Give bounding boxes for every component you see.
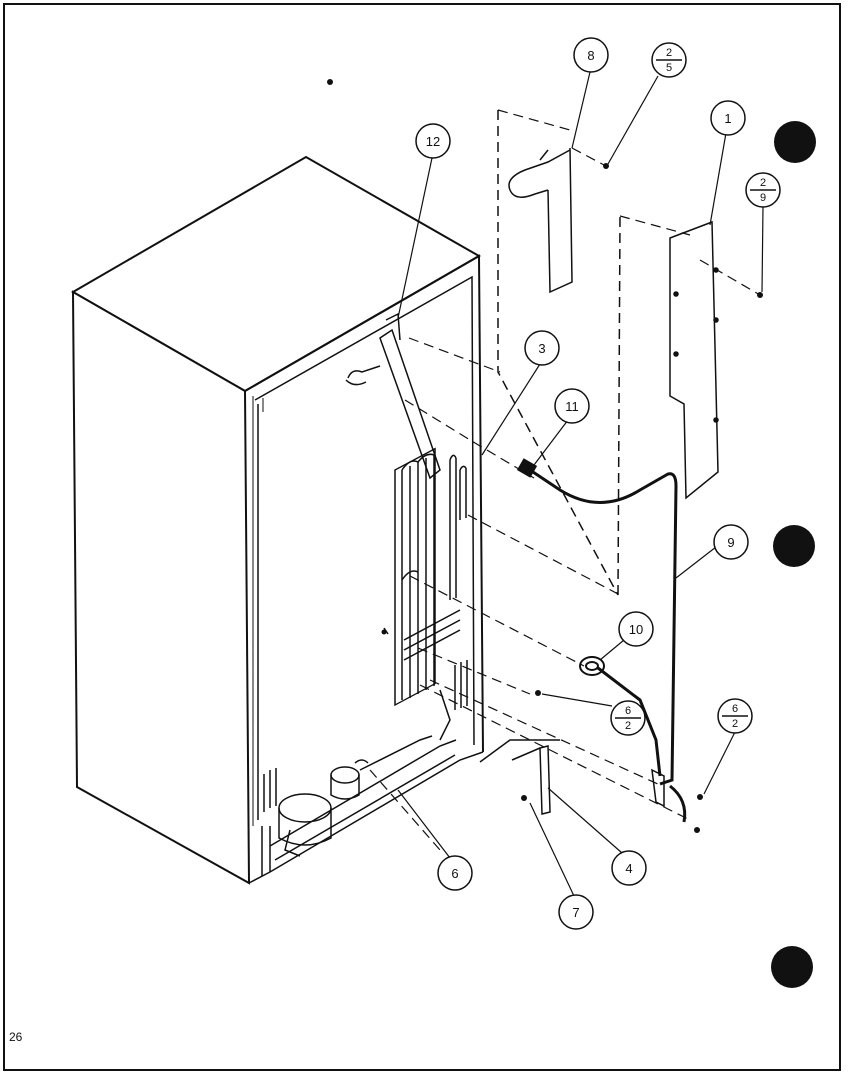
part-10-grommet	[579, 656, 605, 676]
part-9-wire-harness	[529, 468, 687, 823]
page-number: 26	[9, 1030, 23, 1044]
part-4-bracket	[479, 739, 560, 815]
fraction-c-top: 6	[625, 705, 631, 717]
part-7-screw	[521, 795, 527, 801]
callout-4-label: 4	[625, 861, 632, 876]
fraction-callout-b: 2 9	[745, 172, 781, 208]
machine-compartment	[248, 735, 484, 884]
page-border	[3, 3, 841, 1071]
fraction-d-bottom: 2	[732, 718, 738, 730]
fraction-a-top: 2	[666, 47, 672, 59]
condenser-tubing	[345, 312, 468, 741]
part-11-fitting	[516, 458, 538, 478]
screws	[327, 79, 763, 833]
callout-11: 11	[554, 388, 590, 424]
callout-leaders	[397, 71, 764, 897]
callout-8: 8	[573, 37, 609, 73]
refrigerator-cabinet	[71, 155, 484, 885]
fraction-a-bottom: 5	[666, 62, 672, 74]
callout-9-label: 9	[727, 535, 734, 550]
callout-6: 6	[437, 855, 473, 891]
fraction-callout-c: 6 2	[610, 700, 646, 736]
fraction-callout-a: 2 5	[651, 42, 687, 78]
fraction-callout-d: 6 2	[717, 698, 753, 734]
callout-4: 4	[611, 850, 647, 886]
callout-12: 12	[415, 123, 451, 159]
punch-hole-bottom	[771, 946, 813, 988]
callout-1: 1	[710, 100, 746, 136]
callout-3: 3	[524, 330, 560, 366]
callout-12-label: 12	[426, 134, 440, 149]
fraction-b-top: 2	[760, 177, 766, 189]
leader-lines	[369, 109, 761, 851]
callout-10: 10	[618, 611, 654, 647]
callout-7-label: 7	[572, 905, 579, 920]
callout-8-label: 8	[587, 48, 594, 63]
callout-9: 9	[713, 524, 749, 560]
fraction-d-top: 6	[732, 703, 738, 715]
callout-6-label: 6	[451, 866, 458, 881]
callout-3-label: 3	[538, 341, 545, 356]
fraction-b-bottom: 9	[760, 192, 766, 204]
callout-11-label: 11	[565, 399, 579, 414]
callout-1-label: 1	[724, 111, 731, 126]
punch-hole-middle	[773, 525, 815, 567]
part-8-back-panel	[497, 110, 621, 596]
fraction-c-bottom: 2	[625, 720, 631, 732]
callout-7: 7	[558, 894, 594, 930]
callout-10-label: 10	[629, 622, 643, 637]
punch-hole-top	[774, 121, 816, 163]
part-1-cover-panel	[669, 220, 719, 500]
clip	[651, 768, 665, 808]
